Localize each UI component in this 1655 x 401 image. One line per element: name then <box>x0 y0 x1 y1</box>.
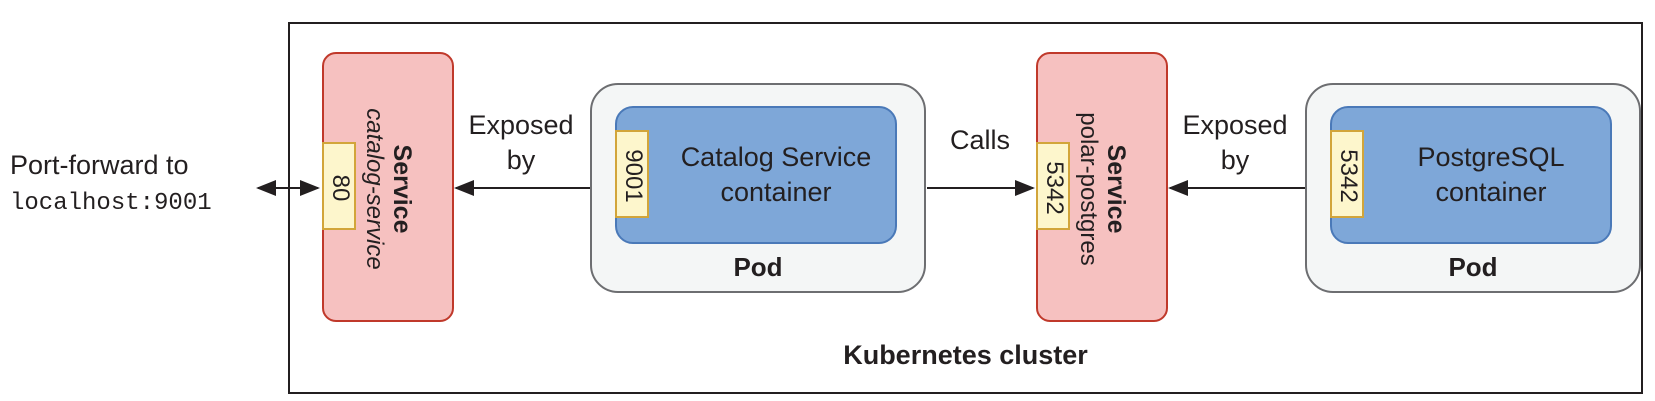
pod-postgres-label: Pod <box>1448 252 1498 282</box>
service-postgres-port: 5342 <box>1036 142 1070 230</box>
service-catalog-title: Service <box>388 144 416 234</box>
kubernetes-cluster-boundary <box>288 22 1643 394</box>
exposed-by-text-postgres: Exposed by <box>1182 110 1288 175</box>
container-postgresql: PostgreSQL container <box>1330 106 1612 244</box>
container-postgres-label: PostgreSQL container <box>1417 142 1565 207</box>
container-catalog-label: Catalog Service container <box>680 142 872 207</box>
port-forward-label: Port-forward to <box>10 150 189 180</box>
service-postgres-title: Service <box>1102 144 1130 234</box>
service-catalog-name: catalog-service <box>361 108 388 270</box>
exposed-by-text-catalog: Exposed by <box>468 110 574 175</box>
container-postgres-port-number: 5342 <box>1335 149 1362 203</box>
exposed-by-label-catalog: Exposed by <box>456 108 586 178</box>
service-postgres-name: polar-postgres <box>1075 112 1102 266</box>
container-catalog-port-number: 9001 <box>620 149 647 203</box>
service-postgres-port-number: 5342 <box>1041 161 1068 215</box>
exposed-by-label-postgres: Exposed by <box>1170 108 1300 178</box>
service-catalog-port-number: 80 <box>327 174 354 202</box>
calls-label: Calls <box>949 125 1010 155</box>
pod-catalog-label: Pod <box>733 252 783 282</box>
port-forward-address: localhost:9001 <box>10 190 212 217</box>
container-postgres-port: 5342 <box>1330 130 1364 218</box>
cluster-label: Kubernetes cluster <box>843 340 1088 370</box>
service-catalog-port: 80 <box>322 142 356 230</box>
container-catalog-service: Catalog Service container <box>615 106 897 244</box>
container-catalog-port: 9001 <box>615 130 649 218</box>
